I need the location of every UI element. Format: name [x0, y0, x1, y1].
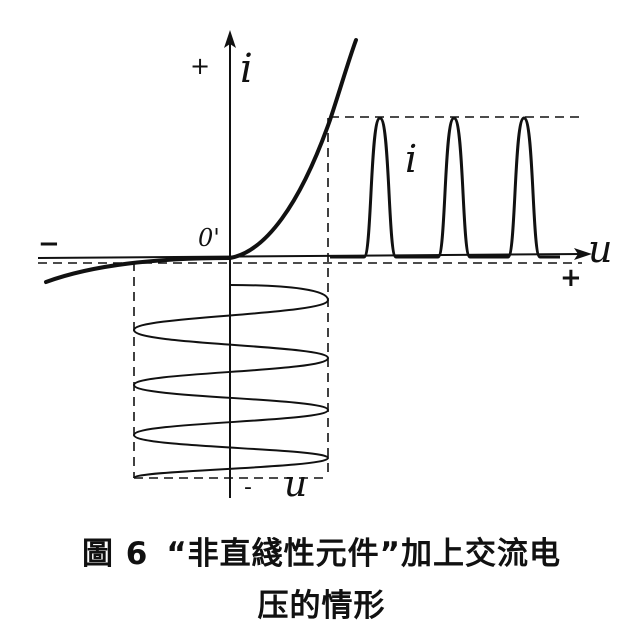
current-wave-label: i	[405, 137, 417, 181]
current-pulse-wave	[330, 116, 560, 259]
voltage-bottom-label: u	[284, 464, 307, 505]
figure-number: 圖 6	[81, 536, 149, 572]
voltage-axis	[37, 253, 583, 259]
figure-caption-line-1: 圖 6 “非直綫性元件”加上交流电	[0, 528, 643, 573]
minus-left-label: −	[38, 229, 60, 259]
voltage-axis-arrow	[574, 248, 592, 260]
figure-caption-text-1: “非直綫性元件”加上交流电	[166, 536, 562, 572]
voltage-bottom-minus-label: -	[244, 475, 252, 500]
voltage-axis-label: u	[588, 227, 612, 271]
plus-top-label: +	[190, 52, 210, 80]
plus-right-label: +	[560, 263, 582, 293]
figure-caption-line-2: 压的情形	[257, 588, 386, 624]
current-axis-arrow	[224, 30, 236, 48]
applied-voltage-wave	[132, 284, 330, 479]
current-axis-label: i	[240, 46, 253, 92]
characteristic-curve	[44, 38, 358, 284]
origin-label: 0'	[198, 224, 220, 252]
